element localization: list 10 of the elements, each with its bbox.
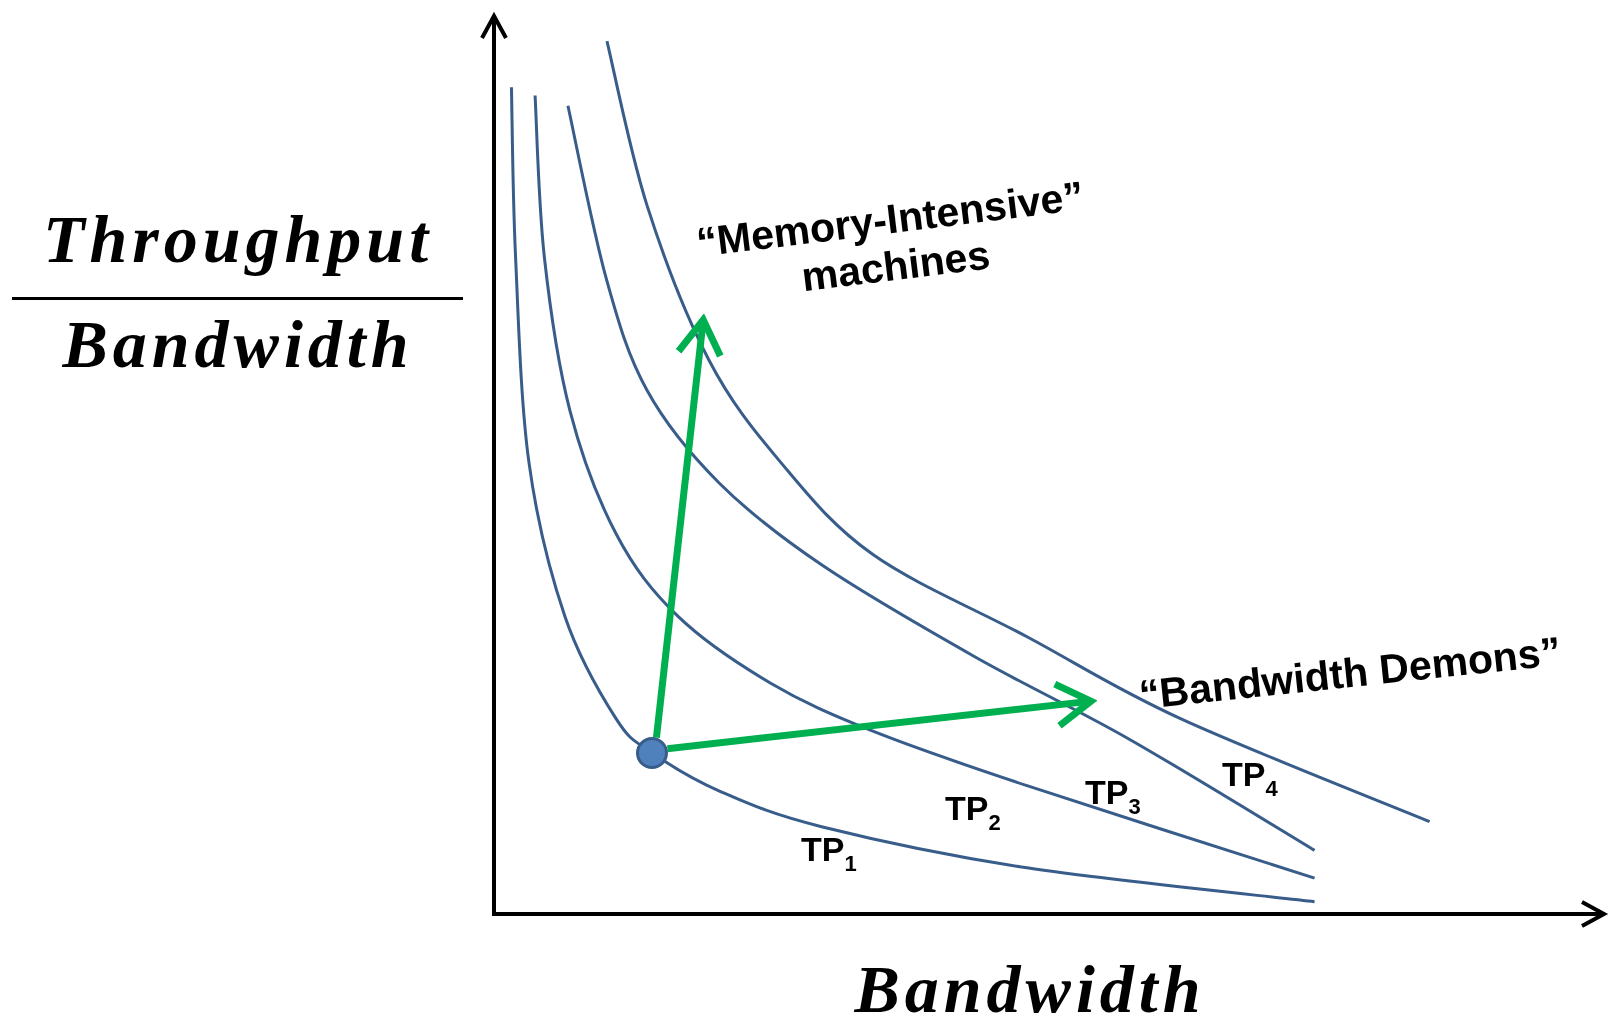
callout-text: “Bandwidth Demons”: [1090, 623, 1610, 724]
arrow: [667, 680, 1095, 753]
curve-label: TP$_{3}$: [1085, 775, 1141, 818]
axis-title: Bandwidth: [61, 310, 415, 378]
curve-label: TP$_{2}$: [945, 791, 1001, 834]
curve-label: TP$_{4}$: [1222, 757, 1278, 800]
arrow: [652, 316, 724, 739]
operating-point: [636, 737, 668, 769]
axis-title: Bandwidth: [853, 955, 1207, 1022]
curve-label: TP$_{1}$: [801, 832, 857, 875]
